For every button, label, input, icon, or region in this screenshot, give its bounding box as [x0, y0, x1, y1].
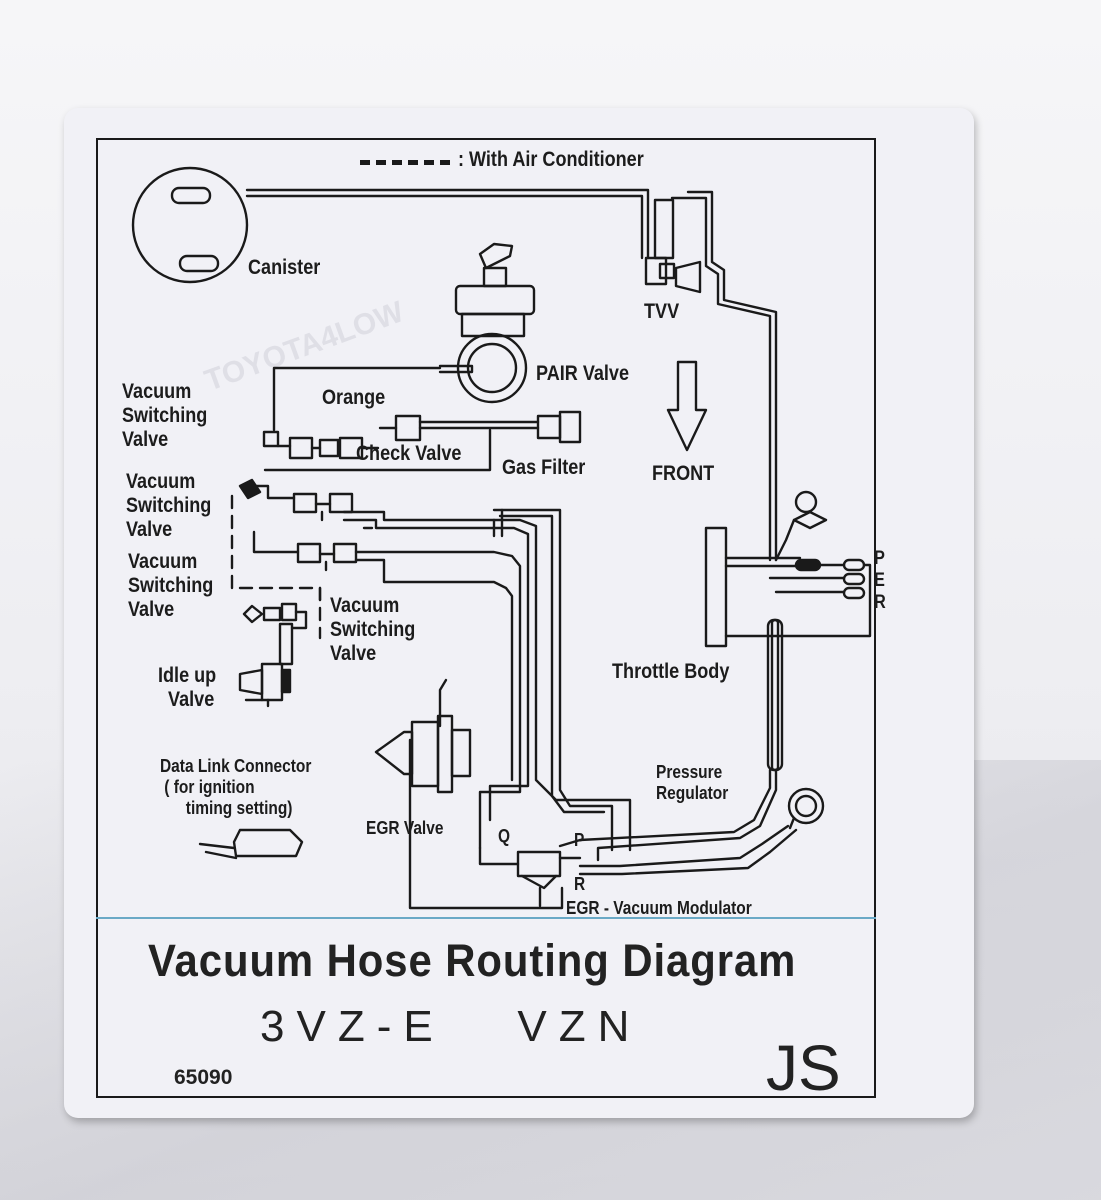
front-arrow-icon [666, 360, 708, 452]
vsv-1-icon [262, 430, 380, 460]
check-valve-icon [394, 414, 422, 442]
hose-vsv-gasfilter [263, 428, 492, 472]
throttle-body-label: Throttle Body [612, 660, 730, 683]
vsv-2-label: Vacuum Switching Valve [126, 470, 212, 541]
port-p-label: P [574, 830, 585, 850]
idle-up-valve-icon [238, 662, 292, 708]
hose-regulator [596, 768, 778, 862]
legend-text: : With Air Conditioner [458, 148, 644, 171]
hose-orange [272, 366, 442, 432]
vsv-1-label: Vacuum Switching Valve [122, 380, 208, 451]
hose-right [686, 190, 778, 562]
throttle-sensor-icon [774, 490, 828, 562]
pair-valve-label: PAIR Valve [536, 362, 630, 385]
data-link-connector-icon [198, 828, 304, 860]
port-r-label: R [574, 874, 586, 894]
idle-up-valve-label: Idle up Valve [158, 664, 217, 711]
egr-vacuum-modulator-label: EGR - Vacuum Modulator [566, 898, 752, 918]
hose-ac-dashed [230, 494, 322, 640]
egr-valve-icon [374, 714, 564, 910]
hose-bundle-2 [354, 550, 522, 850]
port-q-label: Q [498, 826, 511, 846]
tvv-icon [644, 198, 702, 294]
engine-code: 3VZ-E VZN [260, 1002, 642, 1051]
diagram-frame [96, 138, 876, 1098]
egr-valve-label: EGR Valve [366, 818, 444, 838]
pressure-regulator-icon [766, 618, 825, 830]
vsv-4-label: Vacuum Switching Valve [330, 594, 416, 665]
canister-label: Canister [248, 256, 321, 279]
egr-vacuum-modulator-icon [516, 850, 562, 908]
label-code: JS [766, 1032, 841, 1104]
hose-bundle-1 [342, 510, 632, 852]
vsv-3-label: Vacuum Switching Valve [128, 550, 214, 621]
hose-canister-tvv [245, 188, 650, 260]
data-link-connector-label: Data Link Connector ( for ignition timin… [160, 756, 312, 818]
port-letter-e: E [874, 570, 885, 591]
port-p-icon [794, 558, 822, 572]
connector-icon [238, 478, 262, 500]
throttle-body-icon [704, 526, 728, 648]
part-number: 65090 [174, 1066, 233, 1089]
orange-label: Orange [322, 386, 386, 409]
port-letter-r: R [874, 592, 886, 613]
diagram-title: Vacuum Hose Routing Diagram [148, 935, 797, 986]
vsv-4-icon [242, 602, 308, 666]
check-valve-label: Check Valve [356, 442, 462, 465]
pressure-regulator-label: Pressure Regulator [656, 762, 729, 803]
front-label: FRONT [652, 462, 715, 485]
canister-icon [131, 166, 249, 284]
vsv-2-icon [292, 492, 354, 522]
tvv-label: TVV [644, 300, 680, 323]
vsv-3-icon [296, 542, 358, 572]
gas-filter-label: Gas Filter [502, 456, 586, 479]
legend-dash-sample [360, 160, 450, 165]
title-divider [96, 917, 876, 919]
port-letter-p: P [874, 548, 885, 569]
hose-vsv3 [252, 530, 300, 554]
gas-filter-icon [536, 410, 582, 444]
pair-valve-icon [438, 242, 536, 404]
